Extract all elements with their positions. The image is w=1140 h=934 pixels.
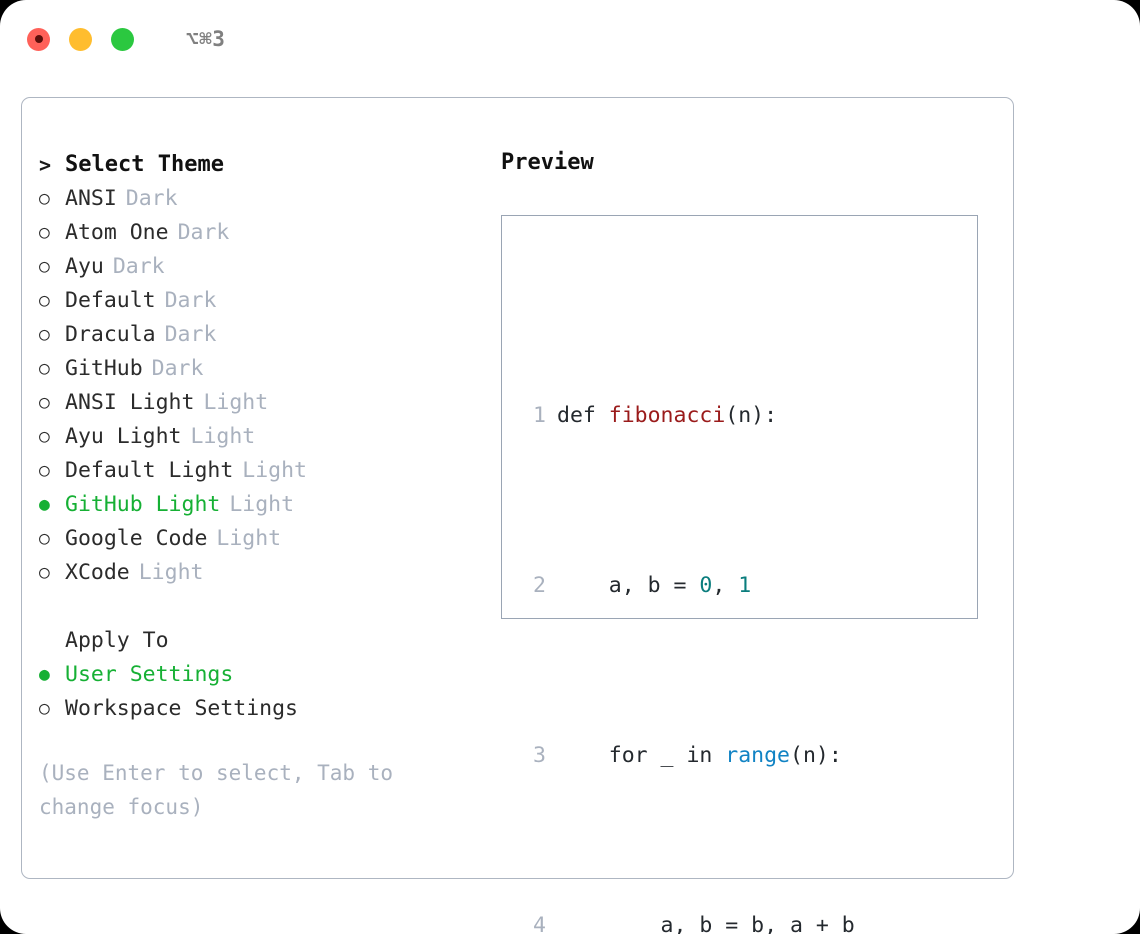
- select-theme-header: > Select Theme: [39, 148, 489, 182]
- theme-item-ansi-light[interactable]: ○ ANSI Light Light: [39, 386, 489, 420]
- line-number: 4: [533, 913, 546, 934]
- zoom-button[interactable]: [111, 27, 134, 51]
- close-button[interactable]: [27, 27, 50, 51]
- radio-icon-selected[interactable]: ●: [39, 664, 50, 685]
- line-number: 3: [533, 743, 546, 768]
- theme-item-variant: Light: [229, 492, 295, 517]
- apply-to-user-settings[interactable]: ● User Settings: [39, 658, 489, 692]
- theme-item-label: Google Code: [65, 526, 208, 551]
- theme-item-label: XCode: [65, 560, 130, 585]
- minimize-button[interactable]: [69, 27, 92, 51]
- theme-item-variant: Dark: [112, 254, 165, 279]
- theme-item-variant: Light: [242, 458, 308, 483]
- code-token: def: [557, 403, 609, 428]
- code-token: for _ in: [557, 743, 726, 768]
- theme-item-variant: Dark: [177, 220, 230, 245]
- apply-to-option-label: Workspace Settings: [65, 696, 298, 721]
- code-token: ,: [712, 573, 739, 598]
- apply-to-header: Apply To: [39, 624, 489, 658]
- radio-icon[interactable]: ○: [39, 698, 50, 719]
- code-line: 1 def fibonacci(n):: [502, 399, 977, 433]
- code-token-number: 0: [699, 573, 713, 598]
- main-panel: > Select Theme ○ ANSI Dark ○ Atom One Da…: [21, 97, 1014, 934]
- code-line: 2 a, b = 0, 1: [502, 569, 977, 603]
- code-text: for _ in range(n):: [546, 739, 842, 773]
- code-token-function: fibonacci: [608, 403, 726, 428]
- theme-item-variant: Dark: [164, 322, 217, 347]
- code-token: (n):: [790, 743, 842, 768]
- theme-item-label: ANSI: [65, 186, 117, 211]
- theme-item-ansi[interactable]: ○ ANSI Dark: [39, 182, 489, 216]
- keyboard-hint-text: (Use Enter to select, Tab to change focu…: [39, 761, 394, 819]
- preview-box: 1 def fibonacci(n): 2 a, b = 0, 1 3 for …: [501, 215, 978, 934]
- code-line: 4 a, b = b, a + b: [502, 909, 977, 934]
- theme-picker-column: > Select Theme ○ ANSI Dark ○ Atom One Da…: [39, 148, 489, 824]
- keyboard-shortcut-label: ⌥⌘3: [186, 27, 226, 51]
- theme-item-variant: Dark: [164, 288, 217, 313]
- theme-item-label: Default Light: [65, 458, 234, 483]
- line-number: 2: [533, 573, 546, 598]
- theme-item-xcode[interactable]: ○ XCode Light: [39, 556, 489, 590]
- radio-icon[interactable]: ○: [39, 358, 50, 379]
- theme-item-variant: Light: [216, 526, 282, 551]
- preview-column: Preview 1 def fibonacci(n): 2 a, b = 0, …: [501, 148, 991, 934]
- theme-item-atom-one[interactable]: ○ Atom One Dark: [39, 216, 489, 250]
- code-token-number: 1: [738, 573, 752, 598]
- radio-icon[interactable]: ○: [39, 528, 50, 549]
- theme-item-variant: Light: [138, 560, 204, 585]
- theme-item-label: Ayu: [65, 254, 104, 279]
- theme-item-variant: Light: [203, 390, 269, 415]
- select-theme-title: Select Theme: [65, 152, 224, 177]
- radio-icon[interactable]: ○: [39, 256, 50, 277]
- apply-to-title: Apply To: [65, 628, 169, 653]
- code-text: a, b = 0, 1: [546, 569, 751, 603]
- radio-icon[interactable]: ○: [39, 426, 50, 447]
- radio-icon[interactable]: ○: [39, 460, 50, 481]
- theme-item-dracula[interactable]: ○ Dracula Dark: [39, 318, 489, 352]
- theme-item-label: Dracula: [65, 322, 156, 347]
- line-number: 1: [533, 403, 546, 428]
- list-spacer: [39, 590, 489, 624]
- theme-item-label: GitHub: [65, 356, 143, 381]
- theme-item-github-light[interactable]: ● GitHub Light Light: [39, 488, 489, 522]
- theme-item-google-code[interactable]: ○ Google Code Light: [39, 522, 489, 556]
- code-text: def fibonacci(n):: [546, 399, 777, 433]
- apply-to-option-label: User Settings: [65, 662, 234, 687]
- code-token: a, b = b, a + b: [557, 913, 855, 934]
- theme-item-label: ANSI Light: [65, 390, 195, 415]
- radio-icon[interactable]: ○: [39, 222, 50, 243]
- theme-item-label: Atom One: [65, 220, 169, 245]
- title-bar: ⌥⌘3: [0, 0, 1140, 78]
- theme-item-github[interactable]: ○ GitHub Dark: [39, 352, 489, 386]
- radio-icon[interactable]: ○: [39, 290, 50, 311]
- radio-icon-selected[interactable]: ●: [39, 494, 50, 515]
- radio-icon[interactable]: ○: [39, 392, 50, 413]
- code-token: a, b =: [557, 573, 700, 598]
- theme-item-label: Ayu Light: [65, 424, 182, 449]
- code-token: (n):: [725, 403, 778, 428]
- code-token-builtin: range: [725, 743, 791, 768]
- theme-item-variant: Light: [190, 424, 256, 449]
- theme-item-variant: Dark: [125, 186, 178, 211]
- radio-icon[interactable]: ○: [39, 562, 50, 583]
- theme-item-label: GitHub Light: [65, 492, 221, 517]
- preview-title: Preview: [501, 150, 594, 175]
- preview-code: 1 def fibonacci(n): 2 a, b = 0, 1 3 for …: [502, 263, 977, 934]
- theme-item-ayu[interactable]: ○ Ayu Dark: [39, 250, 489, 284]
- theme-item-default[interactable]: ○ Default Dark: [39, 284, 489, 318]
- code-text: a, b = b, a + b: [546, 909, 855, 934]
- theme-item-default-light[interactable]: ○ Default Light Light: [39, 454, 489, 488]
- theme-item-ayu-light[interactable]: ○ Ayu Light Light: [39, 420, 489, 454]
- theme-item-variant: Dark: [151, 356, 204, 381]
- code-line: 3 for _ in range(n):: [502, 739, 977, 773]
- radio-icon[interactable]: ○: [39, 188, 50, 209]
- radio-icon[interactable]: ○: [39, 324, 50, 345]
- apply-to-workspace-settings[interactable]: ○ Workspace Settings: [39, 692, 489, 726]
- caret-icon: >: [39, 153, 52, 177]
- window-controls: [27, 27, 134, 51]
- theme-item-label: Default: [65, 288, 156, 313]
